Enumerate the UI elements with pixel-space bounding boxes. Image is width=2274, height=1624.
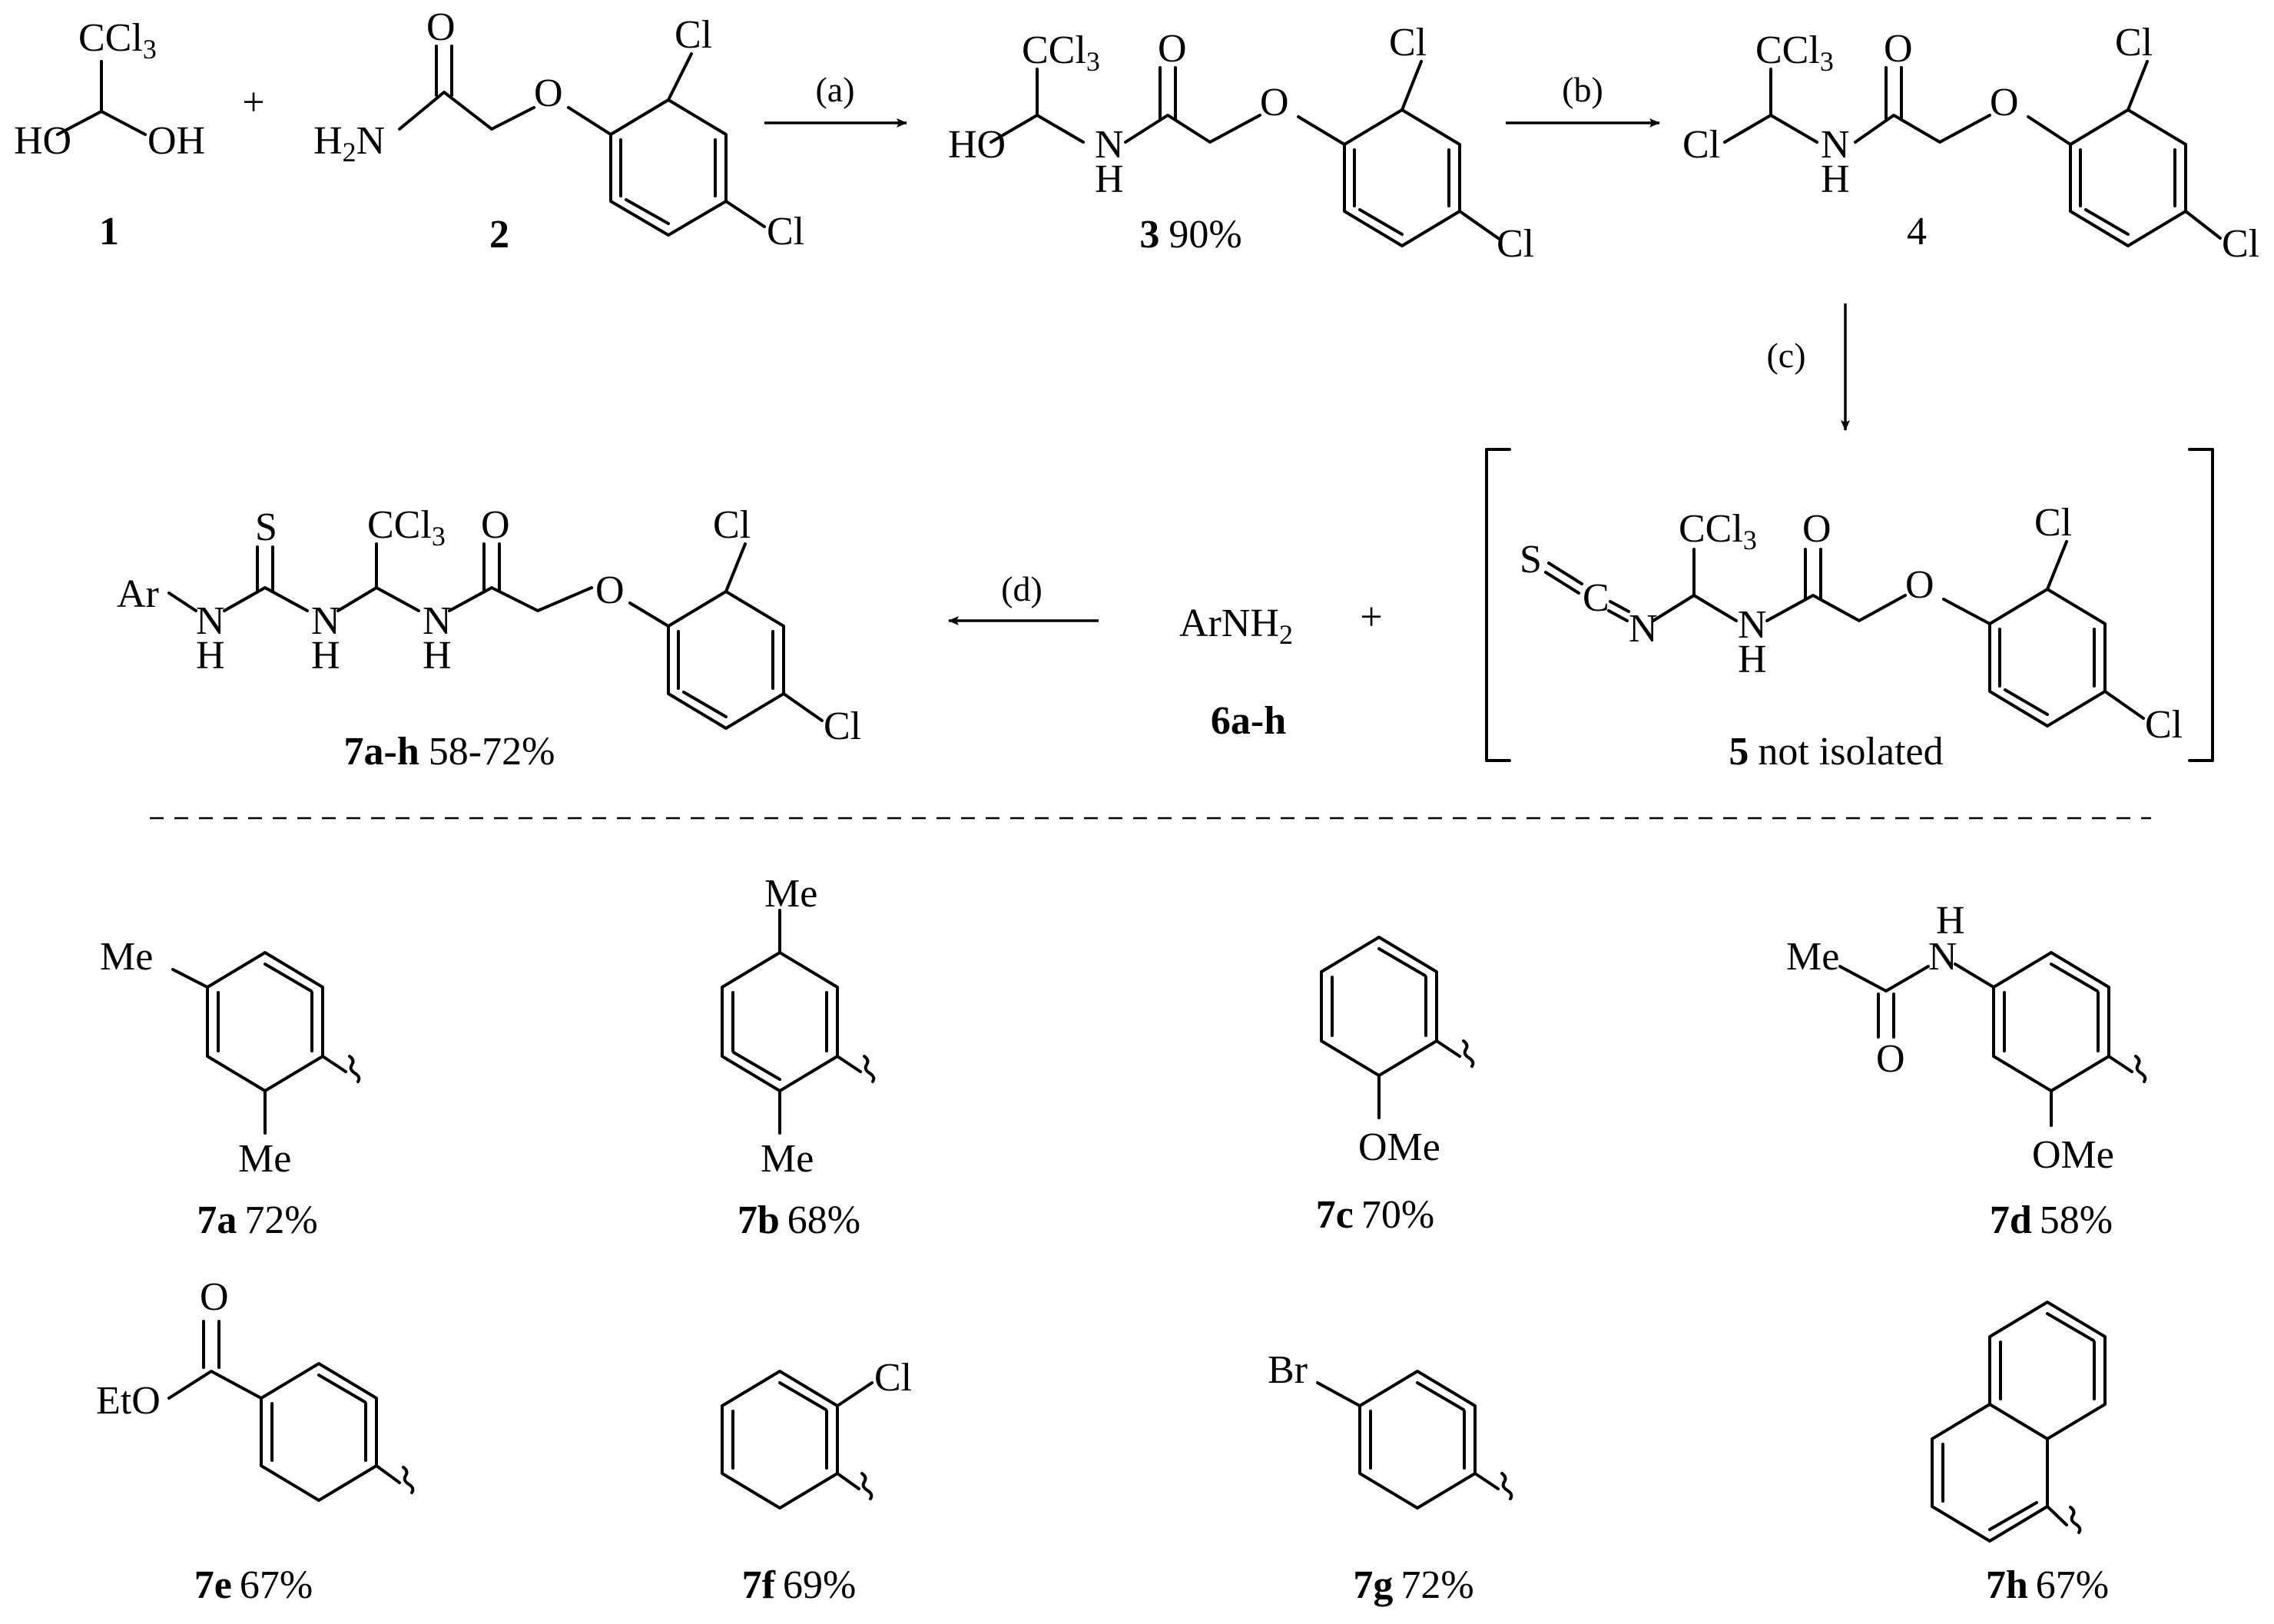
cl-label: Cl [2115,21,2153,65]
plus-sign-1: + [242,81,264,124]
o-label: O [1884,27,1913,71]
h-label: H [1821,157,1850,201]
o-label: O [1990,81,2019,124]
compound-6-number: 6a-h [1211,699,1286,743]
ho-label: HO [14,119,71,163]
me-label: Me [238,1137,291,1181]
o-label: O [1905,563,1934,607]
product-7a-structure: Me Me [100,935,361,1181]
plus-sign-2: + [1360,595,1382,639]
c-label: C [1583,576,1609,620]
cl-label: Cl [1389,21,1427,65]
h2n-label: H2N [313,119,385,167]
o-label: O [534,71,563,115]
cl-label: Cl [2034,501,2072,545]
n-label: N [1095,123,1124,167]
compound-1-chloral-hydrate: CCl3 HO OH 1 [14,16,205,254]
br-label: Br [1268,1348,1308,1392]
ar-label: Ar [117,572,159,616]
n-label: N [423,599,452,643]
eto-label: EtO [96,1379,161,1423]
o-label: O [1260,81,1289,124]
cl-label: Cl [1682,123,1720,167]
ccl3-label: CCl3 [78,16,157,65]
n-label: N [1928,935,1957,979]
n-label: N [196,599,225,643]
n-label: N [1821,123,1850,167]
compound-4-number: 4 [1907,210,1927,254]
compound-4: CCl3 Cl N H O O Cl Cl 4 [1682,21,2259,266]
o-label: O [200,1275,229,1319]
me-label: Me [764,872,817,916]
h-label: H [196,634,225,678]
condition-label-d: (d) [1001,569,1043,608]
condition-label-a: (a) [815,70,854,109]
h-label: H [423,634,452,678]
o-label: O [1876,1037,1905,1081]
arnh2-reagent: ArNH2 [1179,602,1293,650]
n-label: N [1629,607,1658,651]
me-label: Me [761,1137,814,1181]
cl-label: Cl [2145,703,2183,747]
compound-2-amide: O O H2N Cl Cl 2 [313,5,804,257]
cl-label: Cl [713,503,751,547]
h-label: H [1936,899,1965,943]
product-7e-structure: O EtO [96,1275,415,1502]
o-label: O [426,5,456,49]
ccl3-label: CCl3 [1679,507,1757,555]
product-7f-structure: Cl [721,1356,912,1510]
ccl3-label: CCl3 [1755,28,1834,77]
o-label: O [1158,27,1187,71]
cl-label: Cl [1497,222,1534,266]
compound-1-number: 1 [99,210,119,254]
product-7b-structure: Me Me [721,872,876,1181]
product-7c-structure: OMe [1320,936,1475,1169]
h-label: H [1738,638,1767,681]
ome-label: OMe [1358,1125,1440,1169]
ccl3-label: CCl3 [367,503,446,552]
condition-label-b: (b) [1562,70,1603,109]
cl-label: Cl [767,210,804,254]
ccl3-label: CCl3 [1022,28,1100,77]
compound-2-number: 2 [489,213,509,257]
product-7h-structure [1931,1301,2107,1543]
product-7g-structure: Br [1268,1348,1513,1510]
s-label: S [1520,538,1542,582]
oh-label: OH [148,119,205,163]
condition-label-c: (c) [1766,336,1805,375]
cl-label: Cl [2222,222,2259,266]
cl-label: Cl [824,704,861,748]
s-label: S [255,505,277,549]
o-label: O [481,503,510,547]
me-label: Me [100,935,153,979]
ome-label: OMe [2032,1133,2114,1177]
product-7d-structure: Me O N H OMe [1786,899,2147,1177]
h-label: H [1095,157,1124,201]
cl-label: Cl [874,1356,912,1400]
n-label: N [311,599,340,643]
cl-label: Cl [675,13,712,57]
ho-label: HO [948,123,1006,167]
o-label: O [595,568,625,612]
h-label: H [311,634,340,678]
n-label: N [1738,603,1767,647]
o-label: O [1802,507,1831,551]
me-label: Me [1786,935,1839,979]
